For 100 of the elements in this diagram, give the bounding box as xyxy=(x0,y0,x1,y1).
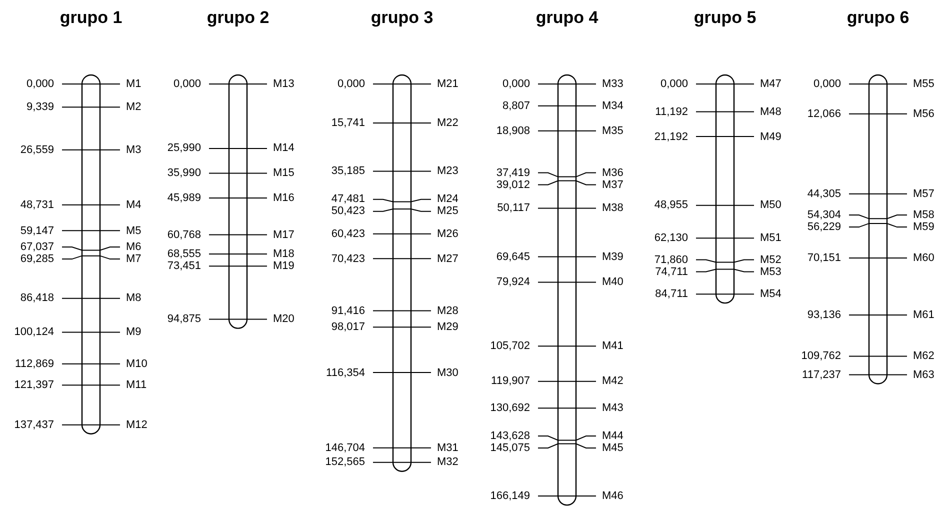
marker-label: M12 xyxy=(126,418,148,431)
marker-label: M41 xyxy=(602,340,624,352)
marker-label: M33 xyxy=(602,78,624,90)
marker-label: M51 xyxy=(760,232,782,244)
marker-label: M5 xyxy=(126,224,142,237)
position-label: 37,419 xyxy=(496,166,530,179)
group-title: grupo 3 xyxy=(370,8,434,28)
position-label: 9,339 xyxy=(26,101,54,114)
position-label: 79,924 xyxy=(496,276,530,288)
position-label: 50,423 xyxy=(331,205,365,218)
marker-label: M15 xyxy=(273,167,294,180)
group-title: grupo 2 xyxy=(206,8,270,28)
position-label: 70,423 xyxy=(331,252,365,265)
marker-label: M61 xyxy=(913,308,934,321)
marker-label: M30 xyxy=(437,366,458,379)
marker-label: M32 xyxy=(437,456,458,468)
position-label: 112,869 xyxy=(15,358,54,370)
marker-label: M35 xyxy=(602,124,624,137)
marker-label: M56 xyxy=(913,108,934,120)
marker-label: M29 xyxy=(437,321,458,334)
position-label: 109,762 xyxy=(801,350,841,362)
marker-label: M31 xyxy=(437,442,458,454)
position-label: 8,807 xyxy=(502,100,530,112)
position-label: 39,012 xyxy=(496,178,530,191)
marker-label: M36 xyxy=(602,166,624,179)
position-label: 146,704 xyxy=(325,442,365,454)
marker-label: M17 xyxy=(273,228,294,241)
marker-label: M52 xyxy=(760,254,782,266)
marker-label: M6 xyxy=(126,241,142,254)
marker-label: M28 xyxy=(437,304,458,317)
position-label: 11,192 xyxy=(655,106,688,118)
position-label: 145,075 xyxy=(490,442,530,454)
marker-label: M25 xyxy=(437,205,458,218)
marker-label: M20 xyxy=(273,313,294,326)
position-label: 26,559 xyxy=(20,144,54,156)
position-label: 74,711 xyxy=(655,266,688,278)
position-label: 56,229 xyxy=(807,221,841,234)
position-label: 18,908 xyxy=(496,124,530,137)
position-label: 54,304 xyxy=(807,209,841,222)
position-label: 116,354 xyxy=(326,366,365,379)
position-label: 60,768 xyxy=(167,228,201,241)
marker-label: M49 xyxy=(760,130,782,143)
marker-label: M47 xyxy=(760,78,782,90)
position-label: 70,151 xyxy=(807,252,841,264)
position-label: 47,481 xyxy=(331,193,365,206)
position-label: 0,000 xyxy=(813,78,841,90)
position-label: 62,130 xyxy=(654,232,688,244)
position-label: 12,066 xyxy=(807,108,841,120)
marker-label: M3 xyxy=(126,144,142,156)
marker-label: M60 xyxy=(913,252,934,264)
position-label: 71,860 xyxy=(654,254,688,266)
position-label: 93,136 xyxy=(807,308,841,321)
position-label: 69,285 xyxy=(20,253,54,266)
marker-label: M62 xyxy=(913,350,934,362)
marker-label: M13 xyxy=(273,78,294,90)
marker-label: M50 xyxy=(760,199,782,212)
position-label: 100,124 xyxy=(14,326,54,338)
position-label: 35,185 xyxy=(331,165,365,178)
position-label: 94,875 xyxy=(167,313,201,326)
position-label: 50,117 xyxy=(497,202,530,214)
position-label: 152,565 xyxy=(325,456,365,468)
marker-label: M38 xyxy=(602,202,624,214)
marker-label: M59 xyxy=(913,221,934,234)
marker-label: M63 xyxy=(913,368,934,381)
position-label: 73,451 xyxy=(167,260,201,272)
position-label: 48,731 xyxy=(20,198,54,211)
marker-label: M34 xyxy=(602,100,624,112)
marker-label: M53 xyxy=(760,266,782,278)
group-title: grupo 6 xyxy=(846,8,910,28)
marker-label: M42 xyxy=(602,375,624,388)
marker-label: M55 xyxy=(913,78,934,90)
position-label: 21,192 xyxy=(654,130,688,143)
position-label: 166,149 xyxy=(490,490,530,502)
marker-label: M18 xyxy=(273,248,294,260)
marker-label: M43 xyxy=(602,402,624,414)
position-label: 45,989 xyxy=(167,192,201,204)
position-label: 67,037 xyxy=(20,241,54,254)
position-label: 91,416 xyxy=(331,304,365,317)
marker-label: M7 xyxy=(126,253,142,266)
position-label: 130,692 xyxy=(490,402,530,414)
marker-label: M58 xyxy=(913,209,934,222)
group-title: grupo 4 xyxy=(534,8,600,28)
marker-label: M39 xyxy=(602,250,624,263)
position-label: 84,711 xyxy=(655,288,688,300)
position-label: 0,000 xyxy=(26,78,54,90)
marker-label: M40 xyxy=(602,276,624,288)
marker-label: M16 xyxy=(273,192,294,204)
marker-label: M22 xyxy=(437,117,458,130)
marker-label: M48 xyxy=(760,106,782,118)
marker-label: M26 xyxy=(437,228,458,240)
position-label: 35,990 xyxy=(167,167,201,180)
marker-label: M23 xyxy=(437,165,458,178)
position-label: 44,305 xyxy=(807,188,841,200)
marker-label: M2 xyxy=(126,101,142,114)
marker-label: M44 xyxy=(602,430,624,442)
marker-label: M9 xyxy=(126,326,142,338)
group-title: grupo 5 xyxy=(692,8,758,28)
marker-label: M54 xyxy=(760,288,782,300)
position-label: 143,628 xyxy=(490,430,530,442)
marker-label: M14 xyxy=(273,142,294,154)
